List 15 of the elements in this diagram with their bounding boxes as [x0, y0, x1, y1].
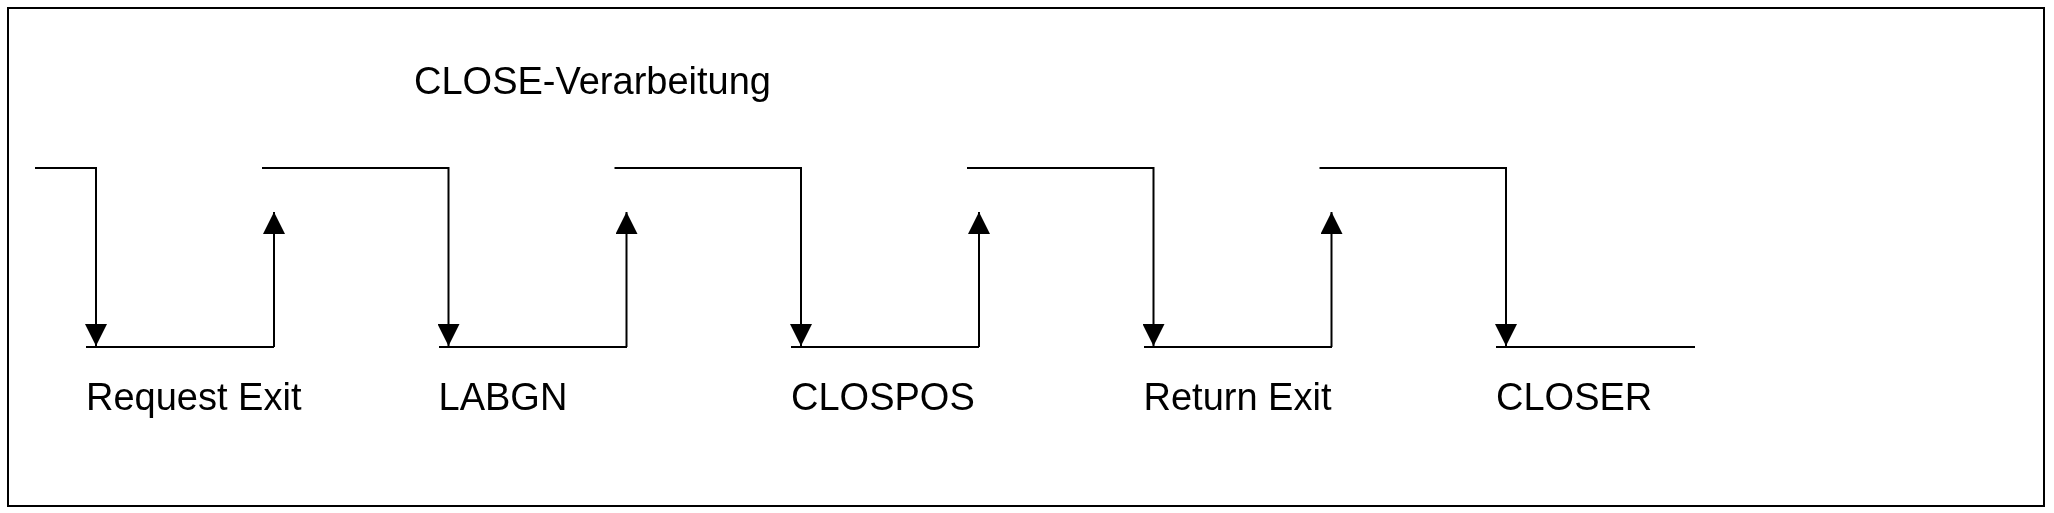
step-label: LABGN: [438, 376, 569, 419]
arrow: [1318, 167, 1517, 347]
arrow: [261, 167, 460, 347]
arrow: [263, 211, 285, 348]
arrow: [1320, 211, 1343, 348]
step-label: Return Exit: [1143, 376, 1333, 419]
diagram-title: CLOSE-Verarbeitung: [414, 60, 771, 103]
arrow: [613, 167, 812, 347]
arrow: [615, 211, 638, 348]
arrow: [968, 211, 990, 348]
step-label: CLOSPOS: [791, 376, 976, 419]
arrow: [966, 167, 1165, 347]
step-label: Request Exit: [86, 376, 303, 419]
step-label: CLOSER: [1496, 376, 1654, 419]
arrow: [34, 167, 107, 347]
